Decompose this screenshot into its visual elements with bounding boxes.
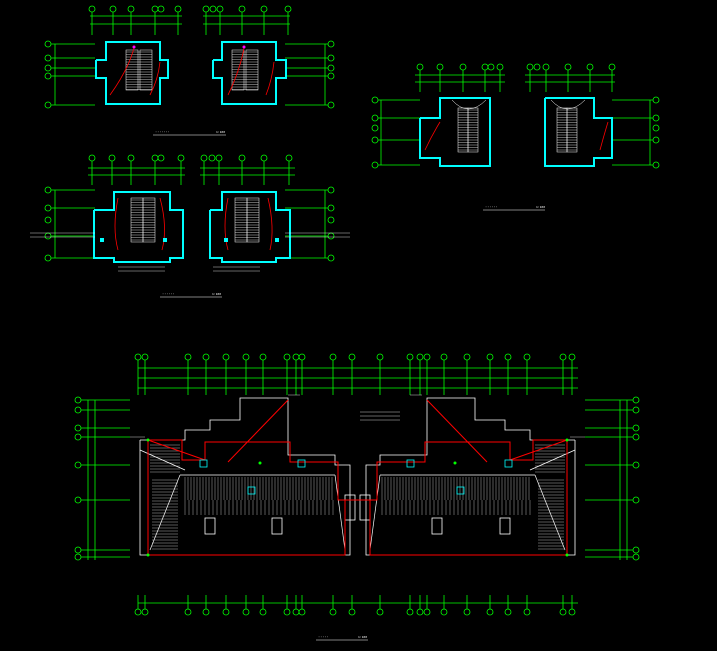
view-plan-b: ······ 1:100: [371, 63, 660, 211]
scale-plan-c: 1:100: [212, 292, 221, 296]
caption-plan-c: ······: [162, 292, 175, 296]
scale-plan-a: 1:100: [216, 130, 225, 134]
scale-plan-b: 1:100: [536, 205, 545, 209]
caption-plan-a: ·······: [155, 130, 170, 134]
view-roof-plan: ····· 1:100: [74, 353, 640, 641]
view-plan-c: ······ 1:100: [30, 154, 350, 298]
caption-plan-b: ······: [485, 205, 498, 209]
caption-roof-plan: ·····: [318, 635, 329, 639]
view-plan-a: ······· 1:100: [44, 5, 335, 136]
scale-roof-plan: 1:100: [358, 635, 367, 639]
